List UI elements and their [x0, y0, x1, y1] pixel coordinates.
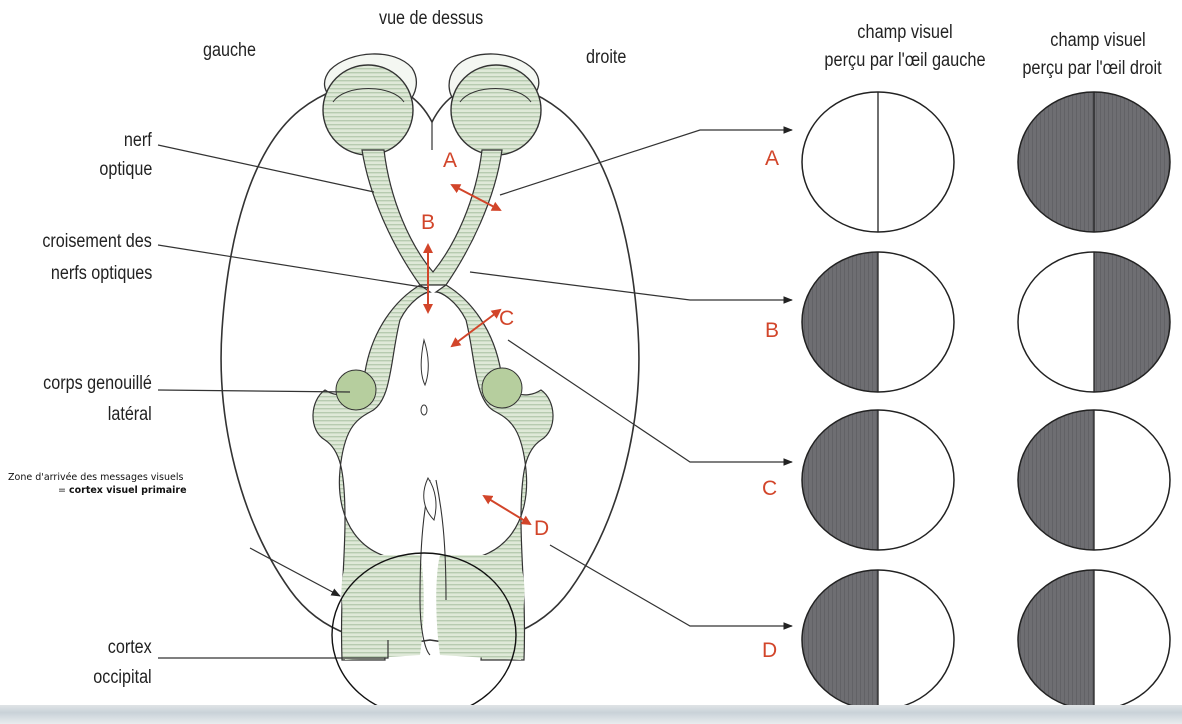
lesion-a-field: A	[765, 148, 779, 170]
brain-outline	[221, 83, 639, 642]
zone-note-line1: Zone d'arrivée des messages visuels	[8, 471, 183, 484]
field-d-right-eye	[1018, 570, 1170, 710]
label-nerf-1: nerf	[124, 128, 152, 154]
col-left-eye-line2: perçu par l'œil gauche	[806, 48, 1004, 73]
col-right-eye-line1: champ visuel	[1021, 28, 1176, 53]
col-right-eye-line2: perçu par l'œil droit	[1006, 56, 1178, 81]
label-crois-2: nerfs optiques	[51, 261, 152, 287]
side-left: gauche	[203, 38, 256, 64]
field-c-right-eye	[1018, 410, 1170, 550]
field-b-right-eye	[1018, 252, 1170, 392]
field-b-left-eye	[802, 252, 954, 392]
bottom-strip	[0, 705, 1182, 724]
lesion-d-brain: D	[534, 518, 549, 540]
view-title: vue de dessus	[379, 6, 483, 32]
col-left-eye-line1: champ visuel	[828, 20, 983, 45]
label-corps-1: corps genouillé	[43, 371, 152, 397]
label-cortex-1: cortex	[108, 635, 152, 661]
label-corps-2: latéral	[108, 402, 152, 428]
label-cortex-2: occipital	[94, 665, 152, 691]
lesion-c-field: C	[762, 478, 777, 500]
field-d-left-eye	[802, 570, 954, 710]
lesion-a-brain: A	[443, 150, 457, 172]
zone-note-prefix: =	[58, 485, 69, 496]
field-c-left-eye	[802, 410, 954, 550]
field-a-right-eye	[1018, 92, 1170, 232]
label-nerf-2: optique	[99, 157, 152, 183]
visual-fields	[802, 92, 1170, 710]
lesion-d-field: D	[762, 640, 777, 662]
zone-note-bold: cortex visuel primaire	[69, 485, 187, 496]
lesion-b-brain: B	[421, 212, 435, 234]
lesion-c-brain: C	[499, 308, 514, 330]
lesion-b-field: B	[765, 320, 779, 342]
side-right: droite	[586, 45, 626, 71]
label-crois-1: croisement des	[42, 229, 152, 255]
field-a-left-eye	[802, 92, 954, 232]
zone-note-line2: = cortex visuel primaire	[58, 484, 187, 497]
